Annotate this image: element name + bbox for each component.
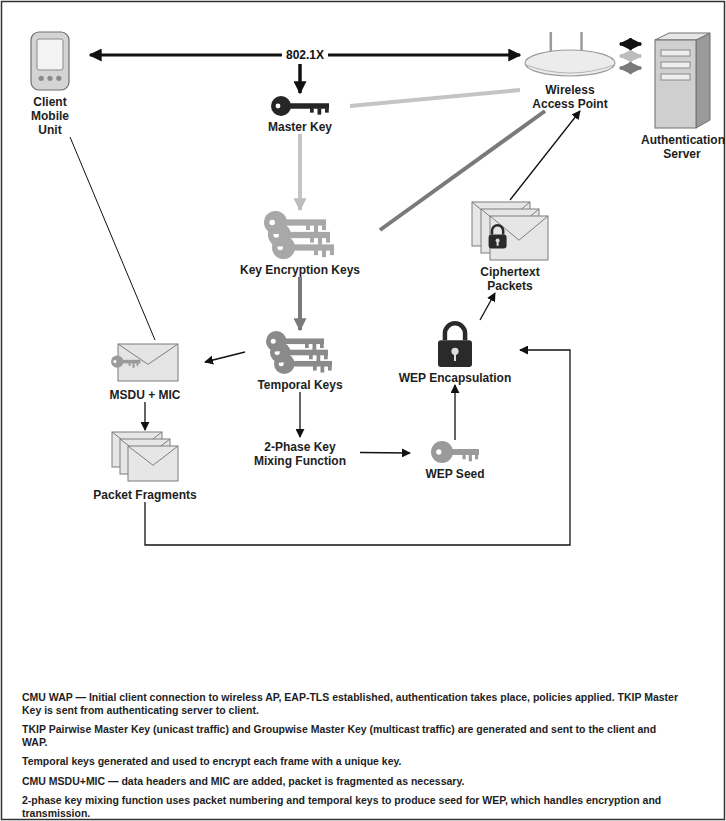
connector: [360, 452, 410, 454]
connector: [510, 111, 580, 200]
key-symbol: [266, 331, 324, 352]
connector: [299, 392, 300, 437]
lock-symbol: [489, 225, 507, 248]
connector: [144, 402, 145, 430]
node-icon: [28, 30, 72, 92]
diagram-node: Key Encryption Keys: [220, 210, 380, 277]
key-symbol: [271, 96, 329, 116]
node-label: Key Encryption Keys: [220, 263, 380, 277]
node-icon: [437, 320, 473, 368]
diagram-node: Ciphertext Packets: [455, 200, 565, 293]
connector: [620, 54, 641, 58]
key-symbol: [111, 355, 141, 367]
node-label: 2-Phase Key Mixing Function: [245, 440, 355, 468]
node-icon: [270, 95, 330, 117]
device-button: [56, 76, 61, 81]
envelope-symbol: [118, 344, 178, 381]
diagram-node: Client Mobile Unit: [10, 30, 90, 137]
lock-symbol: [438, 323, 472, 367]
drive-slot: [661, 50, 690, 56]
diagram-node: Authentication Server: [641, 30, 723, 161]
note-text: CMU WAP — Initial client connection to w…: [22, 691, 682, 716]
key-delivery-arrow: [298, 64, 302, 93]
node-label: Wireless Access Point: [525, 83, 615, 111]
node-label: Ciphertext Packets: [470, 265, 550, 293]
device-body: [31, 32, 69, 90]
note-text: 2-phase key mixing function uses packet …: [22, 794, 682, 819]
antenna: [550, 32, 553, 53]
edge-label: 802.1X: [282, 48, 328, 62]
diagram-node: Master Key: [250, 95, 350, 134]
connector: [70, 137, 155, 340]
note-text: CMU MSDU+MIC — data headers and MIC are …: [22, 775, 682, 788]
connector: [480, 293, 495, 320]
node-label: WEP Seed: [410, 467, 500, 481]
note-text: TKIP Pairwise Master Key (unicast traffi…: [22, 723, 682, 748]
node-label: MSDU + MIC: [85, 388, 205, 402]
server-top: [655, 33, 710, 40]
server-side: [696, 33, 710, 128]
connector: [454, 385, 455, 440]
server-front: [655, 40, 696, 128]
notes-block: CMU WAP — Initial client connection to w…: [22, 691, 682, 821]
envelope-flap: [118, 344, 178, 364]
node-label: Authentication Server: [641, 133, 723, 161]
diagram-node: 2-Phase Key Mixing Function: [240, 437, 360, 468]
diagram-node: WEP Encapsulation: [390, 320, 520, 385]
device-button: [39, 76, 44, 81]
diagram-node: MSDU + MIC: [85, 340, 205, 402]
node-icon: [110, 340, 180, 385]
device-screen: [37, 39, 63, 70]
diagram-node: Packet Fragments: [85, 430, 205, 502]
connector: [620, 66, 641, 70]
antenna: [580, 32, 583, 53]
drive-slot: [661, 62, 690, 68]
envelope-symbol: [128, 446, 178, 481]
diagram-node: Wireless Access Point: [520, 30, 620, 111]
node-icon: [110, 430, 180, 485]
node-icon: [522, 30, 618, 80]
node-label: WEP Encapsulation: [390, 371, 520, 385]
connector: [620, 42, 641, 46]
device-button: [47, 76, 52, 81]
drive-slot: [661, 74, 690, 80]
node-icon: [430, 440, 480, 464]
node-icon: [470, 200, 550, 262]
note-text: Temporal keys generated and used to encr…: [22, 755, 682, 768]
diagram-node: Temporal Keys: [245, 330, 355, 392]
node-label: Master Key: [250, 120, 350, 134]
connector: [298, 277, 302, 330]
connector: [350, 90, 520, 106]
node-label: Packet Fragments: [85, 488, 205, 502]
access-point-body: [525, 50, 615, 76]
connector: [298, 134, 302, 210]
node-icon: [265, 330, 335, 375]
envelope-flap: [128, 446, 178, 465]
node-icon: [652, 30, 712, 130]
node-label: Client Mobile Unit: [24, 95, 76, 137]
connector: [205, 352, 245, 362]
diagram-node: WEP Seed: [410, 440, 500, 481]
connector: [145, 350, 570, 545]
key-symbol: [264, 211, 326, 234]
node-icon: [263, 210, 337, 260]
key-symbol: [431, 441, 479, 463]
node-label: Temporal Keys: [245, 378, 355, 392]
access-point-edge: [526, 65, 614, 73]
